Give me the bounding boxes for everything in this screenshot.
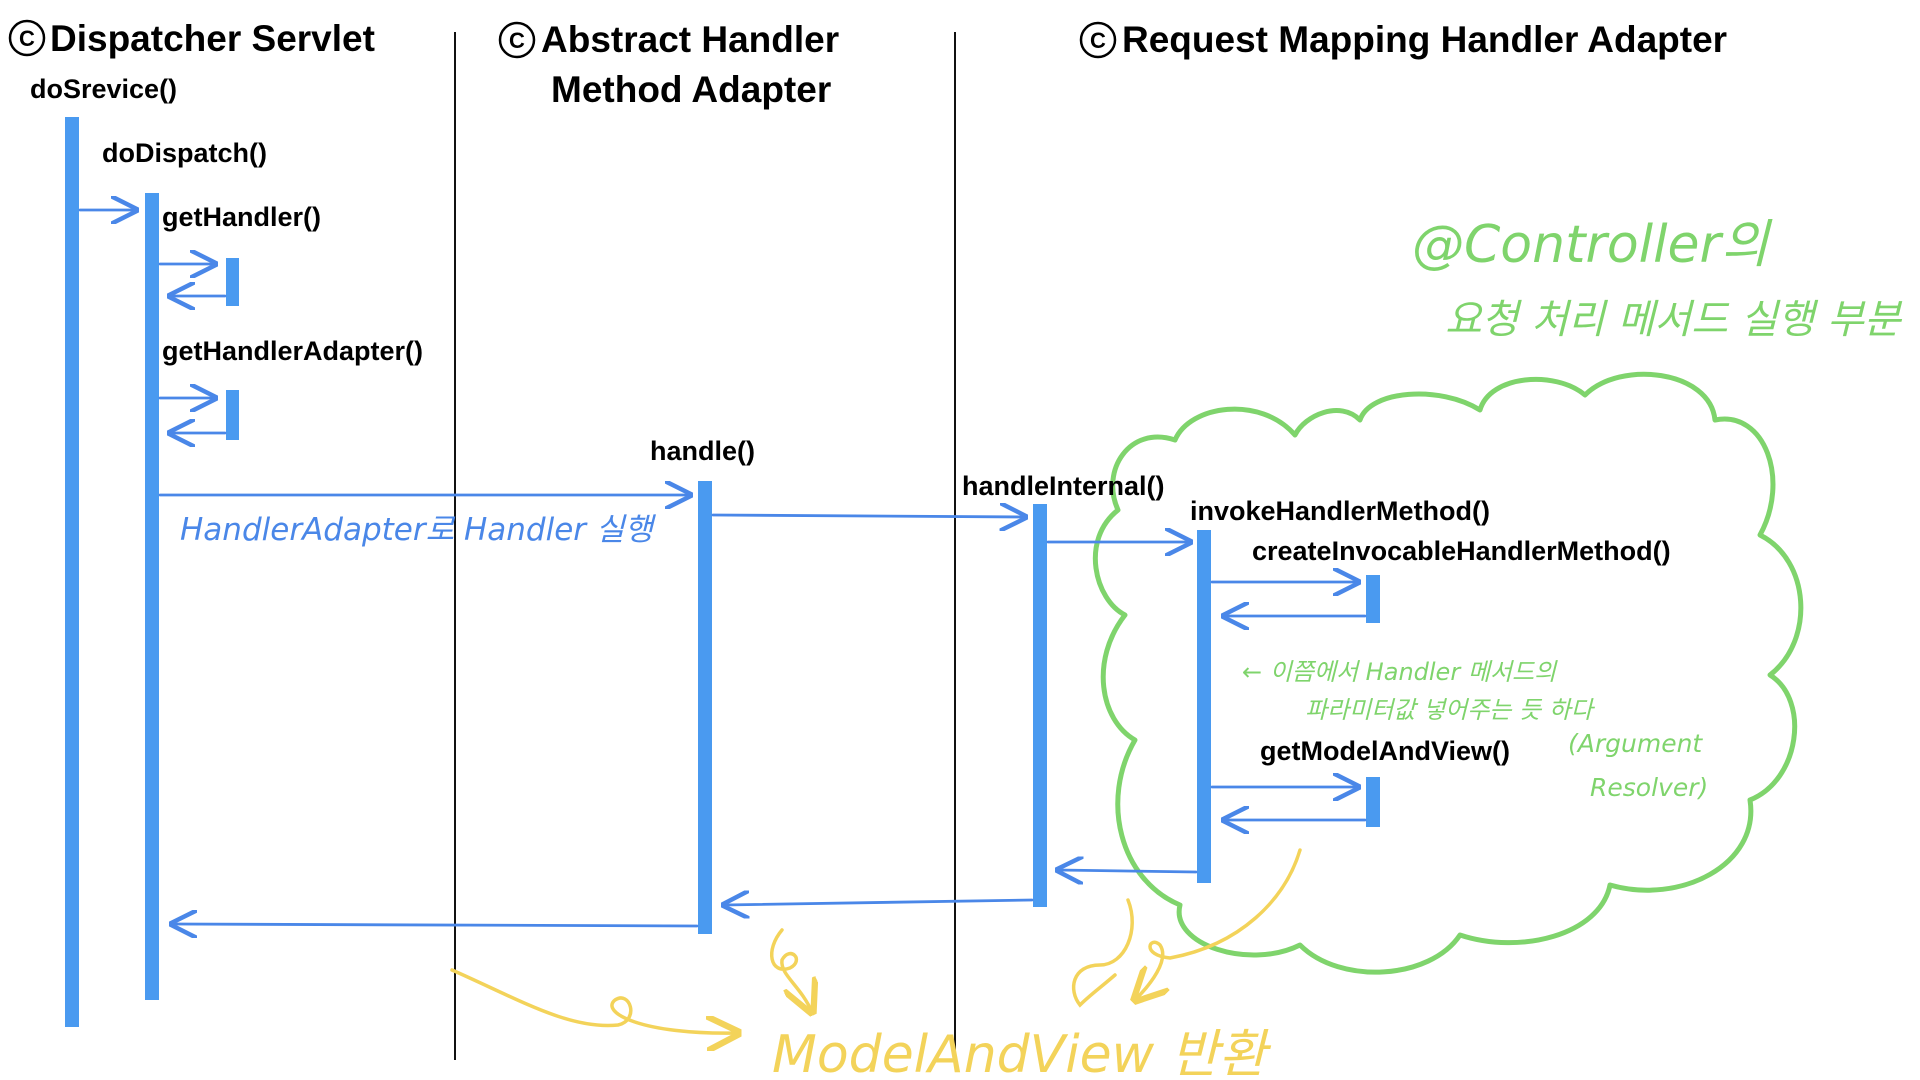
arrow-call-handle-internal: [711, 515, 1025, 517]
header-title: Dispatcher Servlet: [50, 18, 375, 59]
activation-get-handler: [226, 258, 239, 306]
header-abstract-handler-method-adapter: C Abstract Handler Method Adapter: [498, 19, 839, 110]
arrow-return-handle: [172, 924, 699, 926]
controller-cloud: [1092, 371, 1804, 975]
class-icon-letter: C: [509, 28, 525, 53]
activation-get-model-and-view: [1366, 777, 1380, 827]
class-icon: [8, 19, 46, 57]
yellow-arrow-from-handle-internal: [1071, 898, 1134, 1008]
note-param-line1: ← 이쯤에서 Handler 메서드의: [1242, 658, 1558, 686]
label-do-service: doSrevice(): [30, 74, 177, 104]
activation-create-invocable: [1366, 575, 1380, 623]
activation-invoke-handler-method: [1197, 530, 1211, 883]
header-title-line2: Method Adapter: [551, 69, 831, 110]
class-icon-letter: C: [1090, 28, 1106, 53]
arrow-return-handle-internal: [724, 900, 1034, 905]
note-param-line2: 파라미터값 넣어주는 듯 하다: [1305, 696, 1596, 724]
label-handle-internal: handleInternal(): [962, 471, 1165, 501]
header-title-line1: Abstract Handler: [541, 19, 839, 60]
label-get-model-and-view: getModelAndView(): [1260, 736, 1510, 766]
note-model-and-view-return: ModelAndView 반환: [772, 1025, 1272, 1080]
header-dispatcher-servlet: C Dispatcher Servlet: [8, 18, 375, 59]
label-get-handler-adapter: getHandlerAdapter(): [162, 336, 423, 366]
note-handler-adapter-exec: HandlerAdapter로 Handler 실행: [180, 512, 656, 548]
activation-handle-internal: [1033, 504, 1047, 907]
class-icon: [1079, 21, 1117, 59]
note-controller-line1: @Controller의: [1412, 215, 1773, 275]
activation-get-handler-adapter: [226, 390, 239, 440]
note-arg-resolver-line2: Resolver): [1590, 773, 1708, 802]
activation-do-service: [65, 117, 79, 1027]
label-handle: handle(): [650, 436, 755, 466]
note-arg-resolver-line1: (Argument: [1568, 729, 1703, 758]
class-icon: [498, 21, 536, 59]
label-get-handler: getHandler(): [162, 202, 321, 232]
note-controller-line2: 요청 처리 메서드 실행 부분: [1445, 297, 1903, 343]
yellow-arrow-from-handle: [770, 928, 812, 1012]
activation-do-dispatch: [145, 193, 159, 1000]
yellow-arrow-from-dispatcher: [450, 968, 738, 1033]
arrow-return-invoke-handler-method: [1058, 870, 1198, 872]
class-icon-letter: C: [19, 26, 35, 51]
label-do-dispatch: doDispatch(): [102, 138, 267, 168]
yellow-arrow-from-invoke: [1135, 848, 1302, 1000]
label-invoke-handler-method: invokeHandlerMethod(): [1190, 496, 1490, 526]
label-create-invocable: createInvocableHandlerMethod(): [1252, 536, 1671, 566]
header-title: Request Mapping Handler Adapter: [1122, 19, 1727, 60]
header-request-mapping-handler-adapter: C Request Mapping Handler Adapter: [1079, 19, 1727, 60]
activation-handle: [698, 481, 712, 934]
